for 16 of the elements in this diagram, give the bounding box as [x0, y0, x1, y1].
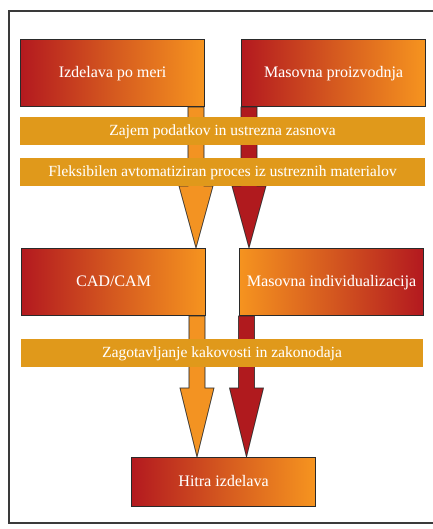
node-label: CAD/CAM — [76, 273, 151, 291]
node-label: Izdelava po meri — [58, 64, 166, 82]
node-label: Hitra izdelava — [178, 473, 269, 491]
node-label: Fleksibilen avtomatiziran proces iz ustreznih materialov — [48, 163, 397, 181]
process-box — [241, 39, 426, 107]
process-box — [21, 248, 206, 316]
process-box — [131, 457, 316, 507]
node-label: Zajem podatkov in ustrezna zasnova — [109, 122, 336, 140]
process-box — [239, 248, 424, 316]
node-label: Masovna proizvodnja — [264, 64, 404, 82]
stage-band — [20, 158, 425, 186]
process-box — [20, 39, 205, 107]
node-label: Zagotavljanje kakovosti in zakonodaja — [102, 344, 342, 362]
stage-band — [21, 339, 423, 367]
node-label: Masovna individualizacija — [246, 273, 416, 291]
stage-band — [20, 117, 425, 145]
